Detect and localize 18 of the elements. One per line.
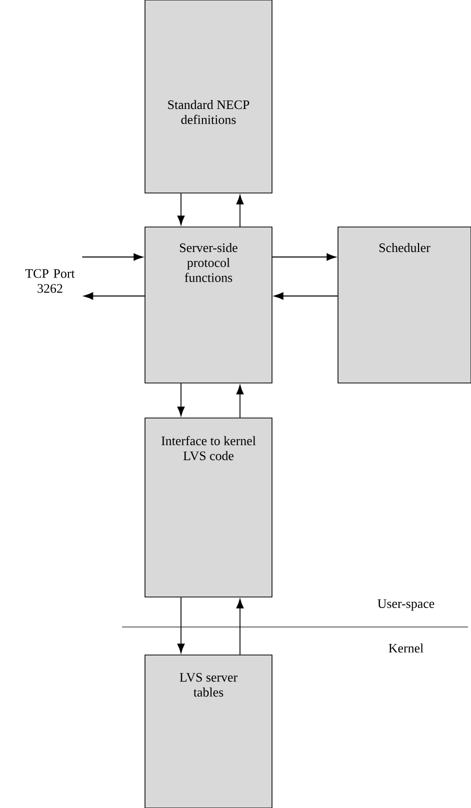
region-label: User-space bbox=[378, 599, 434, 611]
process-box: Standard NECP definitions bbox=[144, 0, 272, 194]
arrow bbox=[236, 384, 244, 418]
arrow bbox=[274, 292, 338, 300]
port-label: TCP Port 3262 bbox=[25, 269, 75, 293]
arrow bbox=[177, 192, 185, 226]
process-box: LVS server tables bbox=[144, 654, 272, 808]
arrow bbox=[82, 253, 144, 261]
arrow bbox=[177, 382, 185, 416]
arrow bbox=[84, 292, 146, 300]
process-box: Server-side protocol functions bbox=[144, 226, 272, 384]
arrow bbox=[236, 598, 244, 656]
process-box: Interface to kernel LVS code bbox=[144, 418, 272, 598]
region-label: Kernel bbox=[388, 643, 424, 653]
arrow bbox=[272, 253, 336, 261]
process-box: Scheduler bbox=[338, 226, 471, 384]
arrow bbox=[177, 596, 185, 654]
arrow bbox=[236, 194, 244, 228]
